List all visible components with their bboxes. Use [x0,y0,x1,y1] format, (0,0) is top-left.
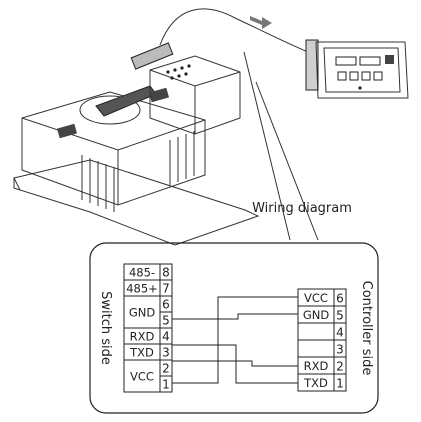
switch_side-pin-number: 1 [162,378,170,392]
switch-unit-illustration [13,42,260,246]
callout-line-left [243,51,291,241]
controller_side-pin-number: 2 [336,360,344,374]
diagram-caption: Wiring diagram [252,201,352,216]
controller_side-signal-cell [297,339,335,358]
controller_side-signal-cell [297,322,335,341]
direction-arrow-icon [250,16,272,29]
switch_side-pin-number: 2 [162,362,170,376]
controller_side-signal-label: TXD [303,376,328,390]
communication-cable [159,8,309,53]
wires [172,296,298,384]
controller_side-pin-number: 4 [336,326,344,340]
controller_side-signal-label: RXD [304,359,329,373]
switch_side-signal-cell [123,359,161,393]
switch_side-signal-label: RXD [130,330,155,344]
wire-txd-to-rxd [172,360,298,367]
switch_side-pin-number: 4 [162,330,170,344]
wire-rxd-to-txd [172,344,298,384]
controller_side-pin-number: 1 [336,377,344,391]
switch_side-pin-number: 5 [162,314,170,328]
switch_side-signal-label: VCC [130,370,154,384]
controller_side-signal-label: GND [303,308,330,322]
controller_side-signal-label: VCC [304,291,328,305]
wiring-frame [89,242,379,414]
switch_side-signal-label: 485+ [126,282,158,296]
switch_side-pin-number: 7 [162,282,170,296]
switch_side-signal-label: TXD [129,346,154,360]
switch_side-pin-number: 3 [162,346,170,360]
switch-side-label: Switch side [98,291,113,365]
wire-gnd-to-gnd [172,313,298,320]
controller-side-terminal-block: 6 5 4 3 2 1 VCC GND RXD TXD [297,288,347,392]
switch_side-pin-number: 6 [162,298,170,312]
remote-controller-illustration [305,39,409,99]
callout-line-right [255,81,319,241]
controller-side-label: Controller side [359,281,374,376]
switch_side-signal-label: GND [129,306,156,320]
switch_side-signal-label: 485- [129,266,155,280]
controller_side-pin-number: 3 [336,343,344,357]
switch-side-terminal-block: 8 7 6 5 4 3 2 1 485- 485+ GND RXD TXD VCC [123,263,173,393]
controller_side-pin-number: 5 [336,309,344,323]
wire-vcc-to-vcc [172,296,298,384]
switch_side-pin-number: 8 [162,266,170,280]
controller_side-pin-number: 6 [336,292,344,306]
